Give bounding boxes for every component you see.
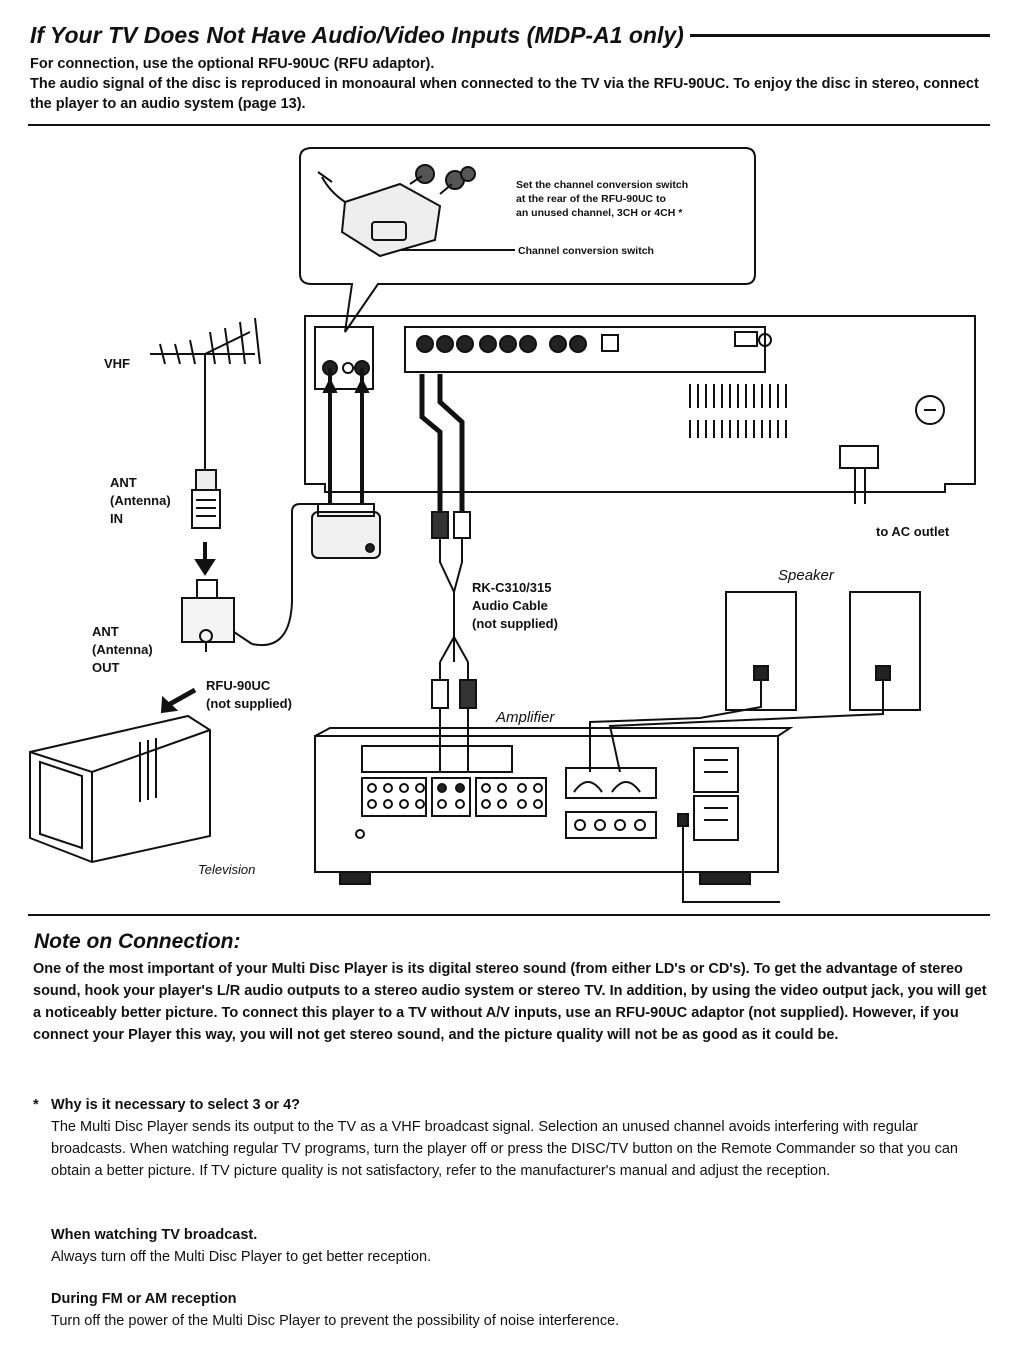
ant-out-label-1: ANT (92, 624, 119, 639)
rfu-adaptor-closeup (317, 164, 476, 258)
amplifier-label: Amplifier (495, 709, 555, 726)
multi-disc-player (304, 315, 976, 504)
callout-text-3: an unused channel, 3CH or 4CH * (516, 207, 683, 219)
antenna-switch (181, 579, 253, 652)
divider-top (28, 124, 990, 126)
fm-am-section: During FM or AM reception Turn off the p… (51, 1288, 991, 1332)
amplifier (314, 727, 794, 903)
rfu-label-1: RFU-90UC (206, 678, 271, 693)
rfu-to-tv-cable (251, 503, 318, 647)
cable-label-3: (not supplied) (472, 616, 558, 631)
audio-cable-right (437, 374, 465, 512)
channel-switch-label: Channel conversion switch (518, 245, 654, 257)
tv-broadcast-section: When watching TV broadcast. Always turn … (51, 1224, 991, 1268)
ant-in-label-3: IN (110, 511, 123, 526)
tv-broadcast-heading: When watching TV broadcast. (51, 1227, 258, 1243)
television (29, 714, 211, 864)
speaker-label: Speaker (778, 567, 835, 584)
divider-bottom (28, 914, 990, 916)
why-answer: The Multi Disc Player sends its output t… (51, 1119, 958, 1179)
callout-text-1: Set the channel conversion switch (516, 179, 688, 191)
speaker-right (849, 591, 921, 711)
connection-diagram: Set the channel conversion switch at the… (0, 132, 1020, 912)
why-question-row: * Why is it necessary to select 3 or 4? (33, 1094, 991, 1116)
title-rule (689, 34, 990, 37)
audio-cable-left (419, 374, 443, 512)
section-title: If Your TV Does Not Have Audio/Video Inp… (30, 22, 684, 48)
ant-in-label-2: (Antenna) (110, 493, 171, 508)
why-question: Why is it necessary to select 3 or 4? (51, 1097, 301, 1113)
ant-in-label-1: ANT (110, 475, 137, 490)
rfu-adaptor (311, 503, 381, 559)
ant-out-label-2: (Antenna) (92, 642, 153, 657)
fm-am-text: Turn off the power of the Multi Disc Pla… (51, 1313, 620, 1329)
bullet-marker: * (33, 1097, 39, 1113)
speaker-wire-right (608, 680, 884, 773)
vhf-label: VHF (104, 356, 130, 371)
section-header: If Your TV Does Not Have Audio/Video Inp… (30, 22, 990, 49)
tv-broadcast-text: Always turn off the Multi Disc Player to… (51, 1249, 432, 1265)
speaker-wire-left (589, 680, 762, 772)
ac-outlet-label: to AC outlet (876, 524, 950, 539)
note-title: Note on Connection: (34, 930, 241, 953)
why-section: * Why is it necessary to select 3 or 4? … (33, 1094, 991, 1182)
callout-bubble (299, 147, 756, 333)
note-body: One of the most important of your Multi … (33, 961, 987, 1043)
connection-diagram-svg: Set the channel conversion switch at the… (29, 147, 976, 903)
television-label: Television (198, 862, 255, 877)
intro-line-1: For connection, use the optional RFU-90U… (30, 56, 435, 72)
intro-line-2: The audio signal of the disc is reproduc… (30, 76, 979, 112)
callout-text-2: at the rear of the RFU-90UC to (516, 193, 666, 205)
rfu-label-2: (not supplied) (206, 696, 292, 711)
ant-out-label-3: OUT (92, 660, 120, 675)
fm-am-heading: During FM or AM reception (51, 1291, 237, 1307)
cable-label-2: Audio Cable (472, 598, 548, 613)
vhf-antenna (150, 317, 261, 529)
cable-label-1: RK-C310/315 (472, 580, 552, 595)
intro-text: For connection, use the optional RFU-90U… (30, 54, 990, 114)
